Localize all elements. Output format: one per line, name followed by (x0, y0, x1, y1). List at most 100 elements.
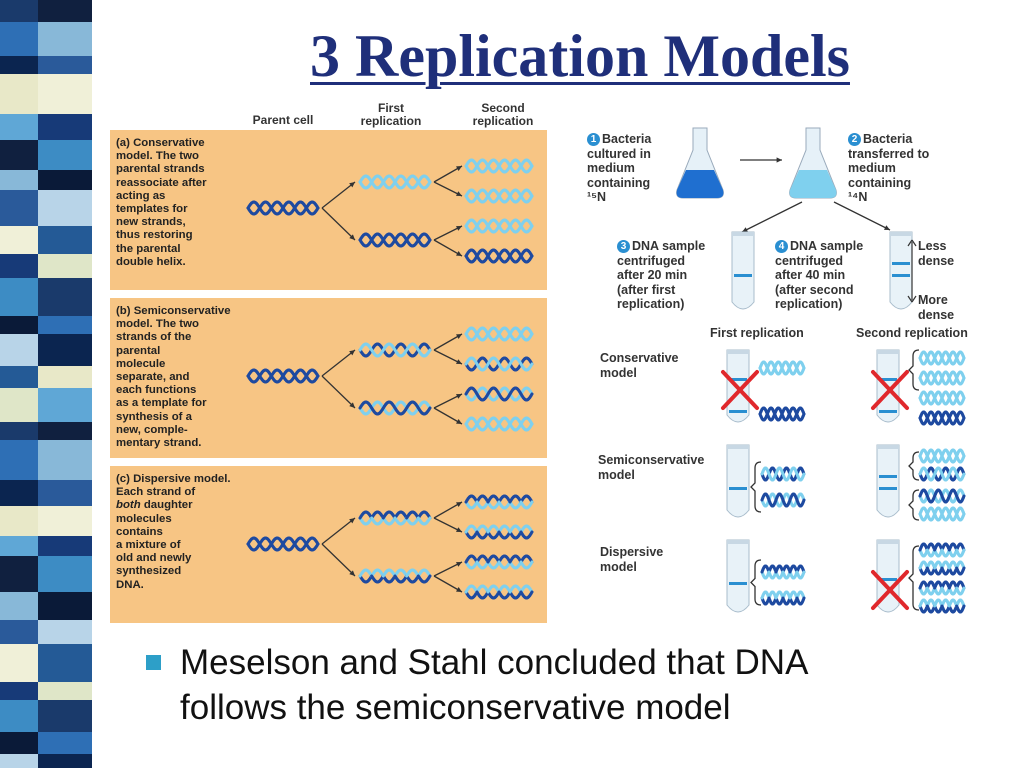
flask-icon (789, 127, 837, 199)
arrow-head (456, 166, 462, 171)
second-gen-helix (464, 386, 534, 402)
second-gen-helix (464, 494, 534, 510)
dna-band (729, 378, 747, 381)
second-gen-helix (464, 158, 534, 174)
stripe-inner (38, 754, 92, 768)
step-1-number: 1 (587, 133, 600, 146)
first-gen-helix (358, 400, 432, 416)
dna-band (879, 378, 897, 381)
stripe-inner (38, 422, 92, 440)
second-gen-helix (464, 554, 534, 570)
stripe-inner (38, 74, 92, 114)
arrow-head (742, 227, 748, 232)
result-helix (918, 506, 966, 522)
dna-band (729, 487, 747, 490)
arrow-head (456, 419, 462, 424)
parent-helix (246, 368, 320, 384)
stripe-inner (38, 114, 92, 140)
arrow-head (349, 402, 355, 408)
less-dense-label: Less dense (918, 239, 955, 268)
result-helix (760, 590, 806, 606)
step-4-number: 4 (775, 240, 788, 253)
second-gen-helix (464, 218, 534, 234)
arrow-head (349, 182, 355, 188)
tube-disp-first (726, 539, 750, 613)
stripe-inner (38, 366, 92, 388)
second-gen-helix (464, 248, 534, 264)
stripe-inner (38, 0, 92, 22)
arrow-head (456, 394, 462, 399)
stripe-inner (38, 316, 92, 334)
result-helix (918, 370, 966, 386)
conclusion-text: Meselson and Stahl concluded that DNA fo… (180, 643, 809, 727)
arrow-line (321, 517, 356, 545)
result-helix (918, 488, 966, 504)
more-dense-label: More dense (918, 293, 955, 322)
dna-band (879, 410, 897, 413)
row-conservative-label: Conservative model (600, 351, 679, 380)
second-gen-helix (464, 584, 534, 600)
result-helix (918, 448, 966, 464)
second-gen-helix (464, 188, 534, 204)
red-x-icon (721, 370, 759, 410)
arrow-head (456, 251, 462, 256)
stripe-inner (38, 226, 92, 254)
parent-helix (246, 200, 320, 216)
first-gen-helix (358, 568, 432, 584)
result-helix (758, 406, 806, 422)
arrow-head (456, 226, 462, 231)
bullet-square (146, 655, 161, 670)
stripe-inner (38, 682, 92, 700)
arrow-line (833, 201, 891, 231)
arrow-head (884, 225, 890, 230)
italic-both: both (116, 499, 141, 512)
panel-semiconservative: (b) Semiconservative model. The two stra… (110, 298, 547, 458)
arrow-head (456, 587, 462, 592)
arrow-head (456, 562, 462, 567)
row-dispersive-label: Dispersive model (600, 545, 664, 574)
tube-step-4 (889, 231, 913, 310)
stripe-inner (38, 388, 92, 422)
dispersive-helix-diagram (246, 494, 534, 600)
red-x-icon (871, 370, 909, 410)
semiconservative-helix-diagram (246, 326, 534, 432)
panel-semiconservative-text: (b) Semiconservative model. The two stra… (116, 305, 231, 450)
result-helix (918, 560, 966, 576)
dna-band (879, 487, 897, 490)
panel-conservative-text: (a) Conservative model. The two parental… (116, 137, 207, 268)
second-replication-column: Second replication (856, 326, 968, 340)
stripe-inner (38, 536, 92, 556)
brace (750, 559, 762, 606)
arrow-head (456, 191, 462, 196)
dna-band (892, 262, 910, 265)
stripe-inner (38, 506, 92, 536)
decorative-stripes (0, 0, 108, 768)
brace (908, 489, 920, 521)
arrow-line (321, 543, 356, 577)
row-semiconservative-label: Semiconservative model (598, 453, 705, 482)
stripe-inner (38, 620, 92, 644)
stripe-inner (38, 592, 92, 620)
second-gen-helix (464, 524, 534, 540)
red-x-icon (871, 570, 909, 610)
result-helix (918, 350, 966, 366)
panel-dispersive-text: (c) Dispersive model. Each strand of bot… (116, 473, 231, 591)
dna-band (729, 582, 747, 585)
stripe-inner (38, 140, 92, 170)
dna-band (729, 410, 747, 413)
header-second-replication: Second replication (472, 101, 534, 128)
dna-band (892, 274, 910, 277)
panel-conservative: (a) Conservative model. The two parental… (110, 130, 547, 290)
result-helix (918, 580, 966, 596)
dna-band (734, 274, 752, 277)
arrow-line (321, 181, 356, 209)
arrow-head (776, 157, 782, 163)
arrow-head (456, 502, 462, 507)
flask-icon (676, 127, 724, 199)
arrow-head (349, 350, 355, 356)
tube-semi-first (726, 444, 750, 518)
parent-helix (246, 536, 320, 552)
